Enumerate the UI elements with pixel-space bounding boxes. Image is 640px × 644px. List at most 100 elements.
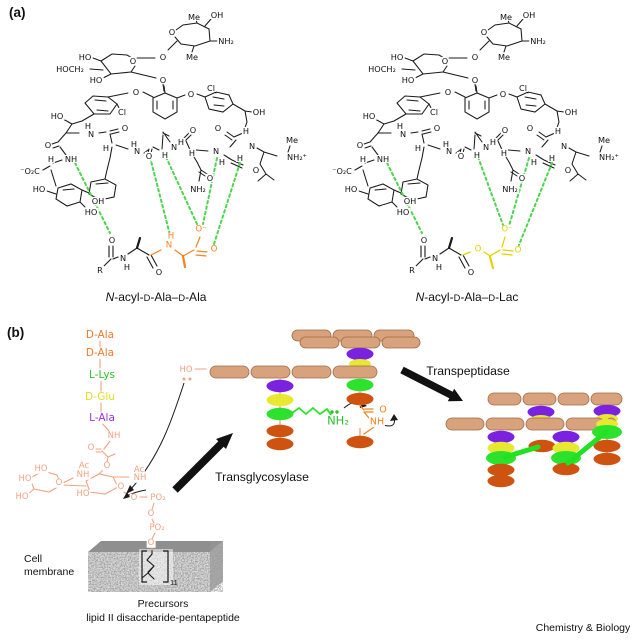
anomeric-dot bbox=[182, 377, 186, 381]
glycan-rod bbox=[250, 365, 291, 379]
ligand-right-yellow-methyl bbox=[488, 255, 495, 270]
peptide-residue-oval-dkorange bbox=[346, 392, 374, 406]
membrane-right-speckle bbox=[210, 541, 223, 592]
peptide-residue-oval-dkorange bbox=[593, 452, 621, 466]
glycan-rod bbox=[299, 336, 340, 349]
glcnac-ring bbox=[29, 470, 62, 493]
cell-membrane-label-line: membrane bbox=[24, 565, 75, 578]
panel-a-graphics bbox=[42, 15, 603, 270]
glycan-rod bbox=[485, 417, 525, 431]
caption-part: -acyl- bbox=[114, 290, 144, 304]
lysine-zigzag bbox=[291, 406, 332, 416]
peptide-residue-oval-dkorange bbox=[552, 462, 580, 476]
peptide-residue-oval-dkorange bbox=[266, 424, 294, 438]
peptide-residue-oval-yellow bbox=[266, 393, 294, 407]
amide-bonds bbox=[359, 404, 375, 435]
hydrogen-bond bbox=[149, 156, 171, 236]
caption-n-acyl-d-ala-d-ala: N-acyl-D-Ala–D-Ala bbox=[106, 290, 207, 304]
caption-part: D bbox=[143, 293, 151, 303]
peptide-residue-oval-dkorange bbox=[346, 435, 374, 449]
peptide-residue-oval-dkorange bbox=[487, 463, 515, 477]
caption-part: D bbox=[453, 293, 461, 303]
peptide-residue-oval-purple bbox=[266, 379, 294, 393]
glycan-rod bbox=[525, 417, 565, 431]
transpeptidase-label: Transpeptidase bbox=[426, 364, 510, 378]
hydrogen-bond bbox=[165, 156, 198, 225]
leaving-group-arrowhead bbox=[390, 414, 398, 421]
caption-part: -Lac bbox=[495, 290, 519, 304]
peptide-residue-oval-purple bbox=[346, 347, 374, 361]
vancomycin-left bbox=[42, 15, 291, 208]
ligand-d-ala-d-ala bbox=[103, 236, 208, 269]
hydrogen-bond bbox=[477, 156, 504, 226]
lipid-brackets bbox=[141, 550, 169, 583]
peptide-residue-oval-green bbox=[266, 407, 294, 421]
ligand-right-black-bonds bbox=[415, 245, 470, 269]
lactyl-bonds bbox=[95, 440, 116, 463]
caption-part: N bbox=[105, 290, 115, 304]
lysine-side-chain bbox=[291, 406, 339, 416]
hydrogen-bond bbox=[213, 162, 241, 245]
glycan-rod bbox=[522, 392, 557, 406]
peptide-residue-oval-purple bbox=[527, 405, 555, 419]
caption-part: -Ala bbox=[185, 290, 207, 304]
pentapeptide-connectors bbox=[99, 339, 110, 432]
transglycosylase-arrow bbox=[172, 433, 233, 493]
transpeptidase-crosslink bbox=[502, 444, 541, 460]
lipid-ii-chemistry bbox=[25, 339, 207, 551]
glycan-rod bbox=[332, 365, 378, 379]
glycan-rod bbox=[340, 336, 381, 349]
hydrogen-bond bbox=[518, 162, 553, 246]
lone-pair-dot bbox=[330, 410, 334, 414]
caption-part: -acyl- bbox=[424, 290, 454, 304]
peptide-residue-oval-green bbox=[346, 378, 374, 392]
glycan-rod bbox=[381, 336, 421, 349]
panel-b-label: (b) bbox=[7, 325, 25, 340]
ligand-d-ala-d-lac bbox=[415, 236, 514, 270]
journal-name: Chemistry & Biology bbox=[535, 622, 631, 634]
peptide-residue-oval-dkorange bbox=[487, 474, 515, 488]
vancomycin-right bbox=[354, 15, 603, 208]
ligand-left-black-bonds bbox=[103, 245, 158, 269]
glycan-rod bbox=[291, 365, 332, 379]
cell-membrane-block bbox=[88, 541, 223, 592]
lone-pair-dot bbox=[335, 410, 339, 414]
hydrogen-bond-dashes bbox=[74, 156, 553, 246]
panel-b-graphics bbox=[25, 329, 623, 592]
caption-part: D bbox=[488, 293, 496, 303]
lipid-ii-caption: lipid II disaccharide-pentapeptide bbox=[86, 612, 240, 624]
caption-part: D bbox=[178, 293, 186, 303]
transglycosylase-label: Transglycosylase bbox=[215, 470, 309, 484]
anomeric-hook-arrowhead bbox=[123, 492, 130, 499]
chain-growth-arrowhead bbox=[126, 485, 134, 494]
isoprene-repeat-count: 11 bbox=[170, 578, 178, 587]
peptide-residue-oval-yellow bbox=[487, 441, 515, 455]
caption-part: N bbox=[415, 290, 425, 304]
peptide-residue-oval-dkorange bbox=[266, 437, 294, 451]
lipid-window bbox=[139, 549, 173, 585]
chain-growth-curve bbox=[130, 382, 185, 490]
glycan-rod bbox=[487, 392, 522, 406]
ligand-left-orange-methyl bbox=[181, 254, 187, 269]
ligand-left-methyl-wedge bbox=[135, 236, 142, 250]
hydrogen-bond bbox=[202, 157, 218, 225]
peptide-residue-oval-purple bbox=[593, 404, 621, 418]
membrane-top-face bbox=[88, 541, 223, 552]
polyprenyl-chain bbox=[141, 548, 155, 580]
transpeptidase-arrow bbox=[400, 366, 463, 402]
caption-part: -Ala– bbox=[460, 290, 489, 304]
anomeric-dot bbox=[188, 377, 192, 381]
glycan-rod bbox=[445, 417, 485, 431]
hydrogen-bond bbox=[508, 157, 530, 227]
glycan-rod bbox=[209, 365, 250, 379]
transpeptidase-crosslink bbox=[565, 429, 609, 466]
caption-part: -Ala– bbox=[150, 290, 179, 304]
peptide-residue-oval-purple bbox=[487, 430, 515, 444]
glycan-rod bbox=[557, 392, 590, 406]
precursors-caption: Precursors bbox=[137, 598, 189, 610]
peptide-residue-oval-yellow bbox=[552, 441, 580, 455]
peptide-residue-oval-dkorange bbox=[593, 439, 621, 453]
